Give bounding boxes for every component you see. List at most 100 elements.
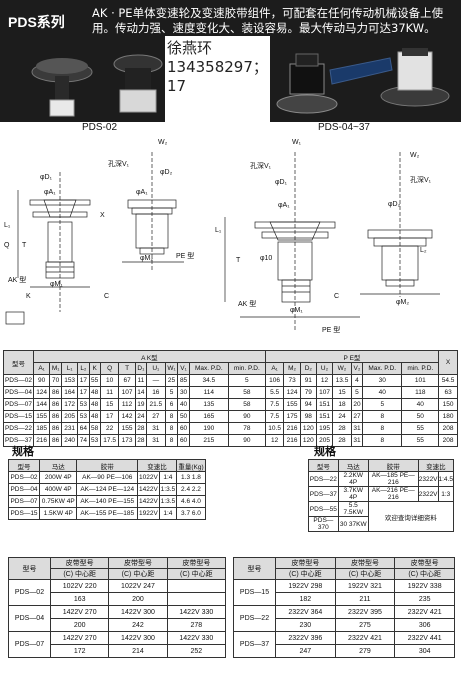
- table-cell: 31: [145, 434, 166, 447]
- belt-cell: 1022V 247: [108, 579, 168, 593]
- table-cell: 101: [401, 374, 440, 387]
- belt-cell: 252: [166, 644, 227, 658]
- th-ak-col: M₁: [49, 362, 63, 375]
- table-cell: 15: [99, 398, 120, 411]
- th-ak-col: L₂: [77, 362, 90, 375]
- bt-left-center-1: (C) 中心距: [49, 568, 110, 580]
- bt-right-beltno-2: 皮带型号: [334, 557, 396, 569]
- table-cell: 151: [315, 410, 334, 423]
- label-a1-right: φA₁: [278, 202, 290, 209]
- table-cell: 20: [350, 398, 364, 411]
- th-ak-col: min. P.D.: [227, 362, 266, 375]
- table-cell: 27: [350, 410, 364, 423]
- pe-drawing-small: [122, 152, 184, 272]
- th-spec-left: 胶带: [76, 459, 139, 472]
- table-cell: 153: [61, 374, 79, 387]
- table-cell: 172: [61, 398, 79, 411]
- table-cell: PDS—22: [3, 422, 34, 435]
- belt-model-cell: PDS—04: [8, 605, 51, 632]
- table-cell: 30: [177, 386, 190, 399]
- table-cell: 30 37KW: [337, 516, 369, 532]
- th-pe-col: Max. P.D.: [362, 362, 403, 375]
- label-d1-right: φD₁: [275, 179, 288, 186]
- table-cell: PDS—02: [7, 471, 41, 484]
- table-cell: 14: [134, 386, 147, 399]
- table-cell: 55: [88, 374, 101, 387]
- table-cell: 86: [49, 386, 63, 399]
- belt-cell: 1922V 321: [334, 579, 396, 593]
- pulley-photo-right: [380, 48, 450, 107]
- belt-cell: 1422V 330: [166, 631, 227, 645]
- technical-drawings: PDS-02 PDS-04~37: [4, 122, 440, 334]
- label-w1: W₁: [292, 139, 302, 146]
- table-cell: PDS—15: [7, 507, 41, 520]
- bt-right-model: 型号: [233, 557, 276, 580]
- belt-cell: 279: [334, 644, 396, 658]
- table-cell: 53: [77, 398, 90, 411]
- table-cell: 124: [32, 386, 51, 399]
- table-cell: 28: [332, 422, 352, 435]
- label-d2-right: φD₂: [388, 201, 401, 208]
- table-cell: 107: [118, 386, 136, 399]
- table-cell: 144: [32, 398, 51, 411]
- label-a1-mid: φA₁: [136, 189, 148, 196]
- label-m1-right: φM₁: [290, 307, 303, 314]
- th-ak-group: A K型: [33, 350, 266, 363]
- table-cell: 70: [49, 374, 63, 387]
- label-d2: φD₂: [160, 169, 173, 176]
- label-hole-depth-right: 孔深V₁: [250, 161, 272, 170]
- table-cell: 150: [438, 398, 458, 411]
- table-cell: 2.4 2.2: [175, 483, 207, 496]
- table-cell: 79: [299, 386, 317, 399]
- label-l1-right: L₁: [215, 227, 222, 234]
- table-cell: 8: [164, 434, 179, 447]
- belt-model-cell: PDS—37: [233, 631, 276, 658]
- label-k-left: K: [26, 293, 31, 300]
- spec-right-title: 规格: [314, 445, 336, 458]
- table-cell: 17: [99, 410, 120, 423]
- belt-cell: 2322V 421: [334, 631, 396, 645]
- watermark-contact: 徐燕环 134358297； 17: [165, 36, 270, 122]
- belt-cell: 1922V 298: [275, 579, 336, 593]
- belt-table-left: 型号 皮带型号 皮带型号 皮带型号 (C) 中心距 (C) 中心距 (C) 中心…: [8, 557, 227, 658]
- th-pe-col: M₂: [283, 362, 301, 375]
- belt-cell: 1422V 270: [49, 605, 110, 619]
- belt-cell: 200: [49, 618, 110, 632]
- table-cell: 208: [438, 434, 458, 447]
- label-pe-type-right: PE 型: [322, 325, 340, 334]
- th-pe-group: P E型: [264, 350, 440, 363]
- belt-model-cell: PDS—22: [233, 605, 276, 632]
- model-label-right: PDS-04~37: [318, 122, 370, 133]
- table-cell: 54.5: [438, 374, 458, 387]
- table-cell: 12: [315, 374, 334, 387]
- table-cell: 3.7KW 4P: [337, 486, 369, 502]
- th-ak-col: D₁: [134, 362, 147, 375]
- table-cell: 107: [315, 386, 334, 399]
- label-d1: φD₁: [40, 174, 53, 181]
- table-cell: 31: [145, 422, 166, 435]
- table-cell: AK—185 PE—216: [367, 471, 419, 487]
- table-cell: 185: [32, 422, 51, 435]
- table-cell: 1:3.5: [158, 495, 177, 508]
- belt-cell: 2322V 395: [334, 605, 396, 619]
- table-cell: 231: [61, 422, 79, 435]
- table-cell: 10.5: [264, 422, 285, 435]
- belt-cell: 2322V 364: [275, 605, 336, 619]
- belt-cell: 304: [394, 644, 455, 658]
- label-pe-type-mid: PE 型: [176, 251, 194, 260]
- table-cell: 106: [264, 374, 285, 387]
- label-ak-type-right: AK 型: [238, 299, 256, 308]
- table-cell: 114: [188, 386, 229, 399]
- belt-cell: 2322V 421: [394, 605, 455, 619]
